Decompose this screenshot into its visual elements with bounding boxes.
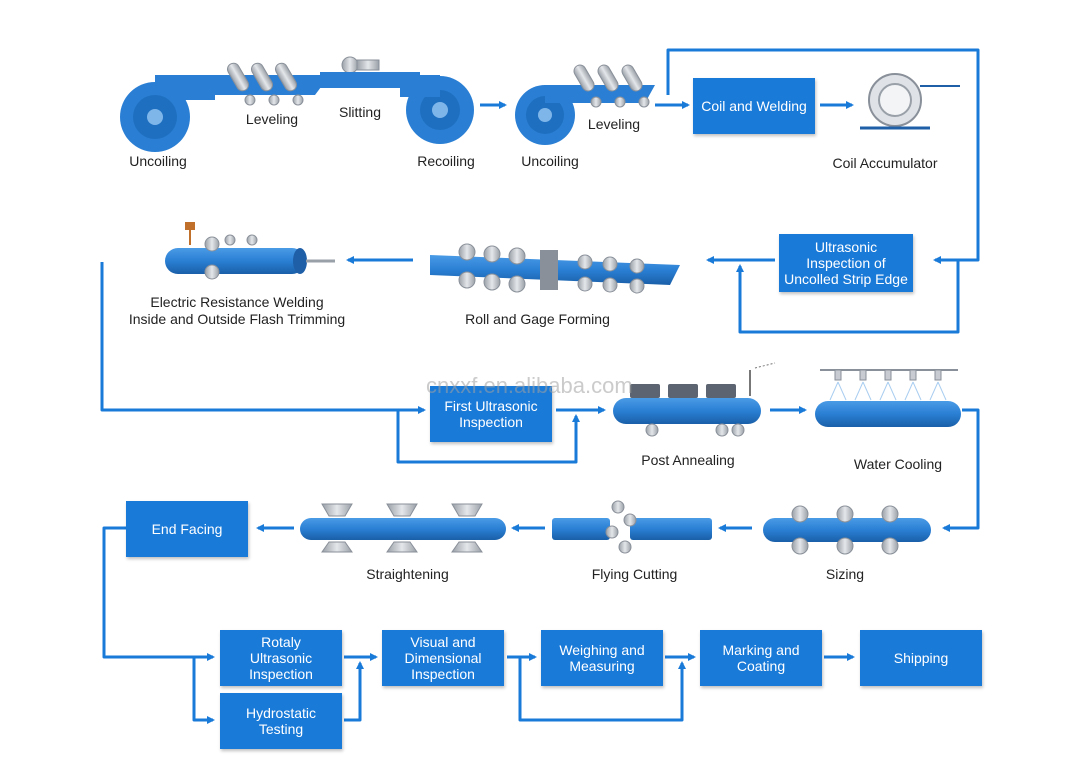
water-cooling	[815, 369, 961, 427]
box-first-ultrasonic: First Ultrasonic Inspection	[430, 386, 552, 442]
label-coil-accumulator: Coil Accumulator	[832, 155, 938, 171]
loop-ultrasonic	[736, 260, 960, 334]
loop-weigh	[518, 657, 686, 722]
label-uncoiling-1: Uncoiling	[129, 153, 187, 169]
line-endface-down	[102, 526, 215, 661]
roll-forming	[430, 243, 680, 294]
sizing-pipe	[763, 505, 931, 555]
uncoiling-coil-2	[515, 85, 655, 145]
box-coil-welding: Coil and Welding	[693, 78, 815, 134]
label-leveling-1: Leveling	[245, 111, 299, 127]
watermark: cnxxf.en.alibaba.com	[426, 373, 633, 398]
line-erw-to-first	[100, 262, 426, 414]
label-sizing: Sizing	[825, 566, 865, 582]
leveling-rollers-2	[573, 64, 650, 108]
box-marking: Marking and Coating	[700, 630, 822, 686]
label-straightening: Straightening	[366, 566, 449, 582]
uncoiling-coil-1	[120, 75, 215, 152]
flying-cut-pipes	[552, 500, 712, 554]
label-recoiling: Recoiling	[417, 153, 475, 169]
box-rotaly-ultrasonic: Rotaly Ultrasonic Inspection	[220, 630, 342, 686]
branch-hydro	[192, 657, 215, 724]
erw-pipe	[165, 222, 335, 280]
annealing-pipe	[613, 362, 776, 437]
slitting-rollers	[341, 56, 380, 74]
label-water-cooling: Water Cooling	[853, 456, 943, 472]
arrow-hydro-to-visual	[344, 661, 364, 722]
straightening-pipe	[300, 503, 506, 553]
box-end-facing: End Facing	[126, 501, 248, 557]
box-shipping: Shipping	[860, 630, 982, 686]
box-hydrostatic: Hydrostatic Testing	[220, 693, 342, 749]
loop-top	[666, 48, 980, 264]
label-flying-cutting: Flying Cutting	[591, 566, 678, 582]
label-uncoiling-2: Uncoiling	[521, 153, 579, 169]
line-cooling-to-sizing	[942, 408, 980, 532]
leveling-rollers-1	[227, 62, 304, 106]
box-visual-dimensional: Visual and Dimensional Inspection	[382, 630, 504, 686]
label-slitting: Slitting	[338, 104, 382, 120]
label-leveling-2: Leveling	[587, 116, 641, 132]
coil-accumulator	[860, 73, 960, 130]
label-roll-forming: Roll and Gage Forming	[465, 311, 610, 327]
box-ultrasonic-strip-edge: Ultrasonic Inspection of Uncolled Strip …	[779, 234, 913, 292]
strip-slitting	[320, 72, 420, 88]
loop-first	[396, 410, 580, 464]
recoiling-coil	[400, 75, 474, 144]
label-erw: Electric Resistance Welding Inside and O…	[128, 294, 346, 327]
label-post-annealing: Post Annealing	[641, 452, 735, 468]
box-weighing: Weighing and Measuring	[541, 630, 663, 686]
